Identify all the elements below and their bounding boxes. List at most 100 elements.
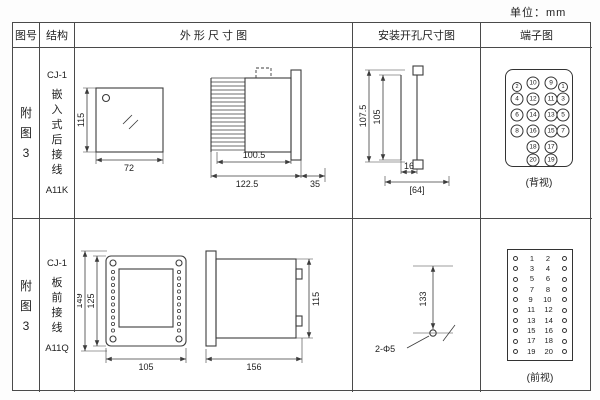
terminal-hole-icon <box>561 328 567 334</box>
side-view-drawing: 156 115 <box>205 250 321 372</box>
mounting-drawing-embedded: 107.5 105 16 [64] <box>358 65 450 195</box>
terminal-pin: 15 <box>527 326 536 335</box>
terminal-hole-icon <box>561 338 567 344</box>
header-cell-mounting: 安装开孔尺寸图 <box>353 23 481 48</box>
terminal-pin: 13 <box>527 315 536 325</box>
spec-table: 图号 结构 外 形 尺 寸 图 安装开孔尺寸图 端子图 附图3 CJ-1 嵌入式… <box>12 22 592 392</box>
terminal-pin: 19 <box>544 153 558 167</box>
terminal-pin: 11 <box>544 92 558 106</box>
dim-label-100-5: 100.5 <box>243 150 266 160</box>
outline-drawing-embedded: 115 72 100.5 122.5 35 <box>77 67 326 189</box>
terminal-hole-icon <box>561 266 567 272</box>
terminal-view-label-front: (前视) <box>526 373 554 384</box>
terminal-pin: 7 <box>556 124 570 138</box>
terminal-hole-icon <box>513 256 518 262</box>
header-label: 安装开孔尺寸图 <box>378 30 455 42</box>
structure-model: CJ-1 <box>46 257 68 269</box>
structure-code: A11Q <box>45 342 69 354</box>
terminal-diagram-rear: 2 10 9 1 4 12 11 3 6 14 13 5 8 16 15 7 1… <box>505 69 573 167</box>
terminal-pin: 19 <box>527 346 536 356</box>
row1-terminal-cell: 2 10 9 1 4 12 11 3 6 14 13 5 8 16 15 7 1… <box>481 48 592 219</box>
terminal-hole-icon <box>561 287 567 292</box>
header-cell-fig-no: 图号 <box>13 23 40 48</box>
terminal-pin: 5 <box>529 274 535 284</box>
row2-structure-cell: CJ-1 板前接线 A11Q <box>40 219 75 392</box>
fig-no-text: 附图3 <box>19 278 32 333</box>
terminal-pin: 8 <box>510 124 524 138</box>
dim-label-125: 125 <box>86 293 96 308</box>
fig-no-text: 附图3 <box>19 106 32 160</box>
terminal-pin: 10 <box>526 76 540 90</box>
terminal-pin: 10 <box>543 295 552 305</box>
dim-label-105: 105 <box>372 109 382 124</box>
row2-outline-cell: 149 125 105 156 115 <box>75 219 353 392</box>
terminal-pin: 11 <box>527 305 536 315</box>
terminal-hole-icon <box>561 348 567 354</box>
terminal-pin: 5 <box>556 108 570 122</box>
hole-spec-label: 2-Φ5 <box>375 344 395 354</box>
terminal-pin: 2 <box>512 82 522 92</box>
dim-label-115: 115 <box>311 292 321 306</box>
terminal-view-label-rear: (背视) <box>525 178 553 189</box>
terminal-dots <box>111 270 182 333</box>
row1-structure-cell: CJ-1 嵌入式后接线 A11K <box>40 48 75 219</box>
row1-mounting-cell: 107.5 105 16 [64] <box>353 48 481 219</box>
terminal-hole-icon <box>513 317 518 323</box>
terminal-row: 13 14 <box>508 317 572 325</box>
terminal-pin: 14 <box>526 108 540 122</box>
dim-label-105: 105 <box>138 362 153 372</box>
dim-label-107-5: 107.5 <box>358 105 368 128</box>
terminal-pin: 18 <box>544 336 553 346</box>
terminal-hole-icon <box>513 338 518 344</box>
header-label: 图号 <box>15 30 37 42</box>
terminal-pin: 1 <box>529 253 535 263</box>
header-label: 结构 <box>46 30 68 42</box>
terminal-pin: 17 <box>527 336 536 346</box>
terminal-pin: 14 <box>544 315 553 325</box>
terminal-pin: 20 <box>544 346 553 356</box>
front-view-drawing: 149 125 105 <box>77 250 187 372</box>
front-view-drawing: 115 72 <box>77 87 164 173</box>
terminal-hole-icon <box>513 276 518 282</box>
header-label: 外 形 尺 寸 图 <box>179 30 248 42</box>
row2-mounting-cell: 133 2-Φ5 <box>353 219 481 392</box>
dim-label-115: 115 <box>77 113 86 127</box>
structure-desc: 板前接线 <box>51 276 63 334</box>
terminal-pin: 6 <box>510 108 524 122</box>
terminal-pin: 3 <box>556 92 570 106</box>
dim-label-72: 72 <box>124 163 134 173</box>
outline-drawing-flush: 149 125 105 156 115 <box>77 250 321 372</box>
terminal-pin: 2 <box>545 253 551 263</box>
terminal-pin: 16 <box>526 124 540 138</box>
header-cell-terminal: 端子图 <box>481 23 592 48</box>
terminal-pin: 20 <box>526 153 540 167</box>
dim-label-64: [64] <box>409 185 424 195</box>
terminal-pin: 15 <box>544 124 558 138</box>
side-view-drawing: 100.5 122.5 35 <box>210 67 326 189</box>
terminal-pin: 17 <box>544 140 558 154</box>
terminal-pin: 1 <box>558 82 568 92</box>
terminal-hole-icon <box>561 317 567 323</box>
terminal-pin: 6 <box>545 274 551 284</box>
row1-outline-cell: 115 72 100.5 122.5 35 <box>75 48 353 219</box>
terminal-hole-icon <box>561 256 567 262</box>
terminal-pin: 7 <box>529 284 535 294</box>
row1-fig-no-cell: 附图3 <box>13 48 40 219</box>
dim-label-156: 156 <box>246 362 261 372</box>
terminal-pin: 4 <box>545 264 551 274</box>
mounting-drawing-flush: 133 2-Φ5 <box>375 265 456 354</box>
dim-label-133: 133 <box>418 291 428 306</box>
structure-code: A11K <box>45 185 69 196</box>
terminal-hole-icon <box>561 307 567 313</box>
terminal-pin: 9 <box>544 76 558 90</box>
mounting-cutout-drawing: 107.5 105 16 [64] <box>358 65 450 195</box>
